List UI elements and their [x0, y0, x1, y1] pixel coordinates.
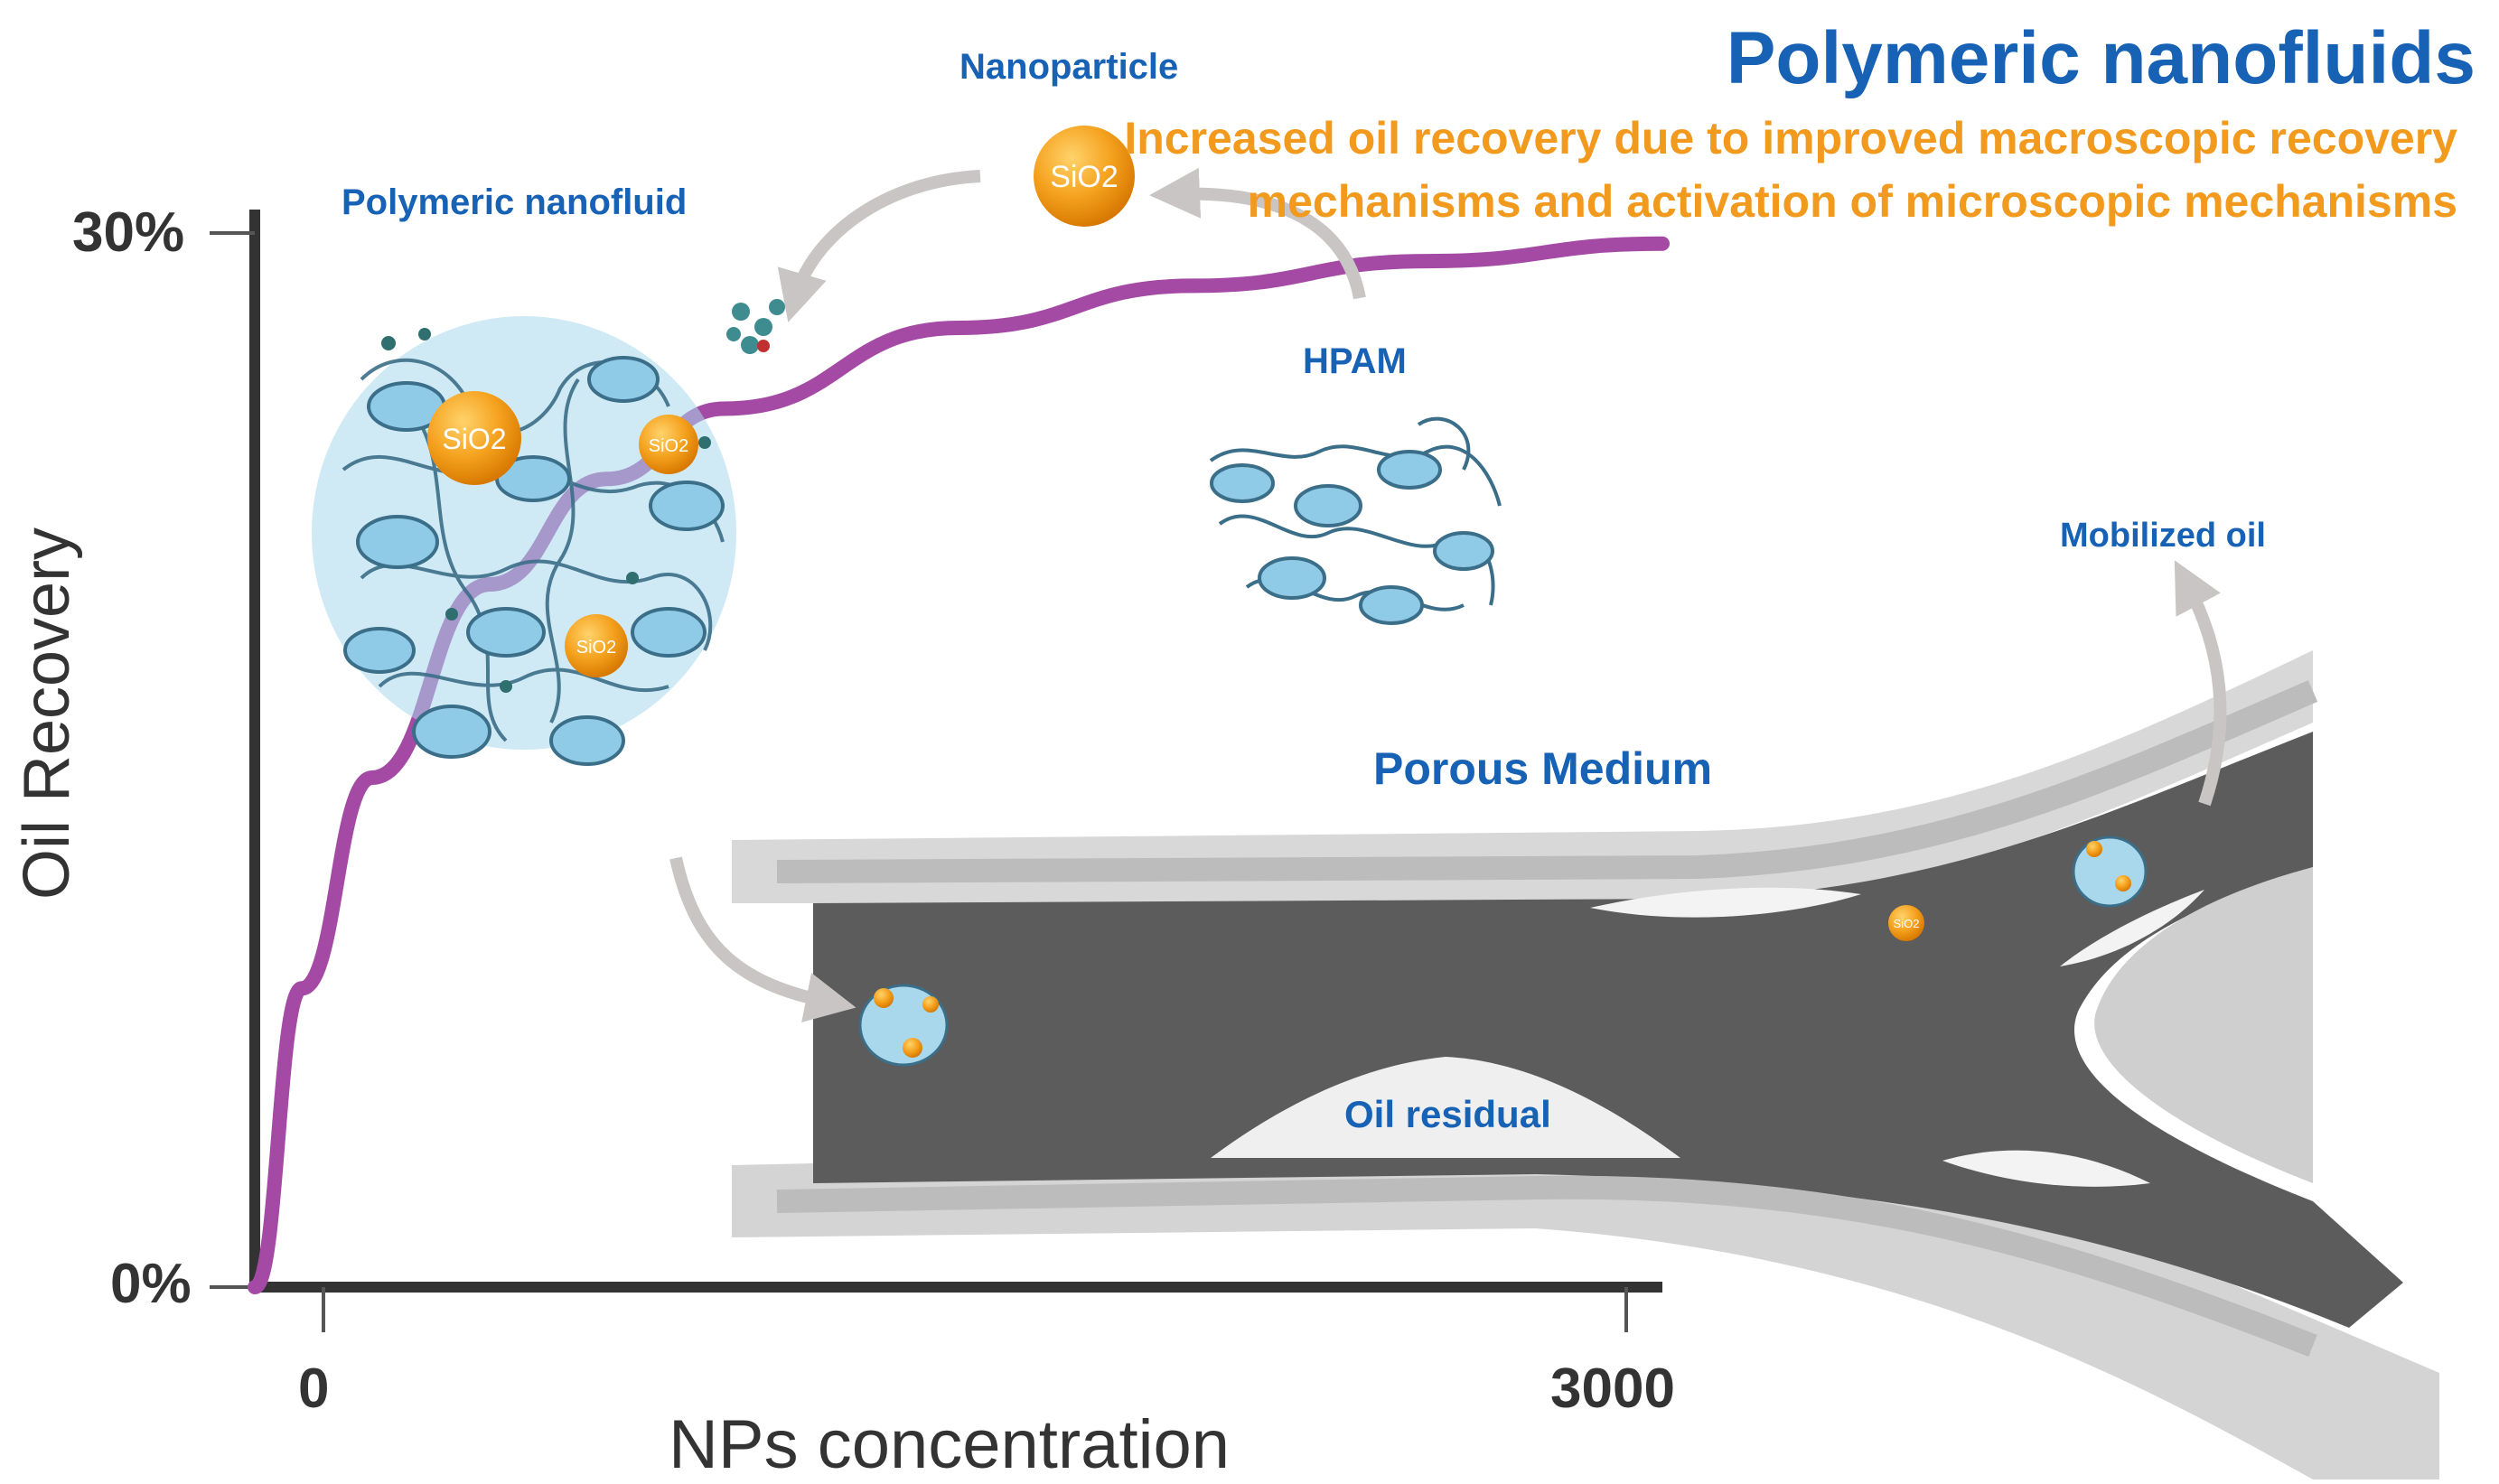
sio2-label-large: SiO2 — [1050, 160, 1118, 194]
rock-wall-bottom — [732, 1145, 2439, 1479]
oil-residual-blob — [1211, 1057, 1680, 1158]
arrow-hpam-to-np — [1149, 167, 1366, 300]
nanofluid-in-pore — [858, 984, 949, 1067]
polymeric-nanofluid-label: Polymeric nanofluid — [342, 182, 688, 222]
polymeric-nanofluid-cluster — [312, 316, 736, 766]
mobilized-oil-label: Mobilized oil — [2060, 517, 2266, 555]
arrow-mobilized-oil — [2174, 560, 2227, 807]
trapped-oil-bottom-right — [1942, 1150, 2150, 1187]
mobilized-nanofluid-cluster — [2072, 835, 2148, 908]
small-aggregate-icon — [726, 299, 785, 354]
sio2-particle-cluster-3 — [565, 614, 628, 677]
diagram-subtitle: Increased oil recovery due to improved m… — [1124, 113, 2457, 227]
sio2-particle-large — [1034, 126, 1135, 227]
sio2-particle-cluster-2 — [639, 415, 698, 474]
sio2-labels: SiO2 SiO2 SiO2 SiO2 SiO2 — [442, 160, 1919, 930]
arrow-nanofluid-to-pore — [669, 856, 856, 1022]
oil-residual-label: Oil residual — [1344, 1093, 1551, 1135]
rock-wedge — [2094, 867, 2313, 1183]
porous-medium-channel — [732, 650, 2439, 1479]
sio2-label-cluster-2: SiO2 — [649, 436, 688, 456]
arrow-np-to-nanofluid — [777, 170, 981, 322]
sio2-particle-cluster-1 — [427, 391, 521, 485]
trapped-oil-right — [2060, 890, 2204, 966]
nanoparticle-label: Nanoparticle — [959, 47, 1179, 87]
sio2-particle-channel — [1888, 905, 1924, 941]
arrows — [669, 167, 2227, 1022]
rock-lining-bottom — [776, 1175, 2317, 1358]
trapped-oil-top — [1590, 887, 1861, 918]
y-tick-label-30: 30% — [72, 201, 185, 264]
hpam-label: HPAM — [1303, 341, 1407, 381]
x-axis-label: NPs concentration — [669, 1406, 1230, 1483]
sio2-label-cluster-1: SiO2 — [442, 423, 506, 455]
sio2-label-channel: SiO2 — [1894, 917, 1920, 930]
y-tick-label-0: 0% — [110, 1253, 192, 1315]
hpam-protein — [1209, 416, 1502, 625]
x-tick-label-3000: 3000 — [1550, 1358, 1675, 1420]
porous-medium-label: Porous Medium — [1373, 743, 1713, 794]
sio2-label-cluster-3: SiO2 — [576, 638, 616, 658]
pore-space — [813, 732, 2403, 1328]
diagram-title: Polymeric nanofluids — [1726, 17, 2476, 99]
y-axis-label: Oil Recovery — [11, 527, 83, 901]
sio2-particles — [427, 126, 1924, 941]
x-tick-label-0: 0 — [298, 1358, 330, 1420]
chart-axes — [210, 210, 1662, 1332]
